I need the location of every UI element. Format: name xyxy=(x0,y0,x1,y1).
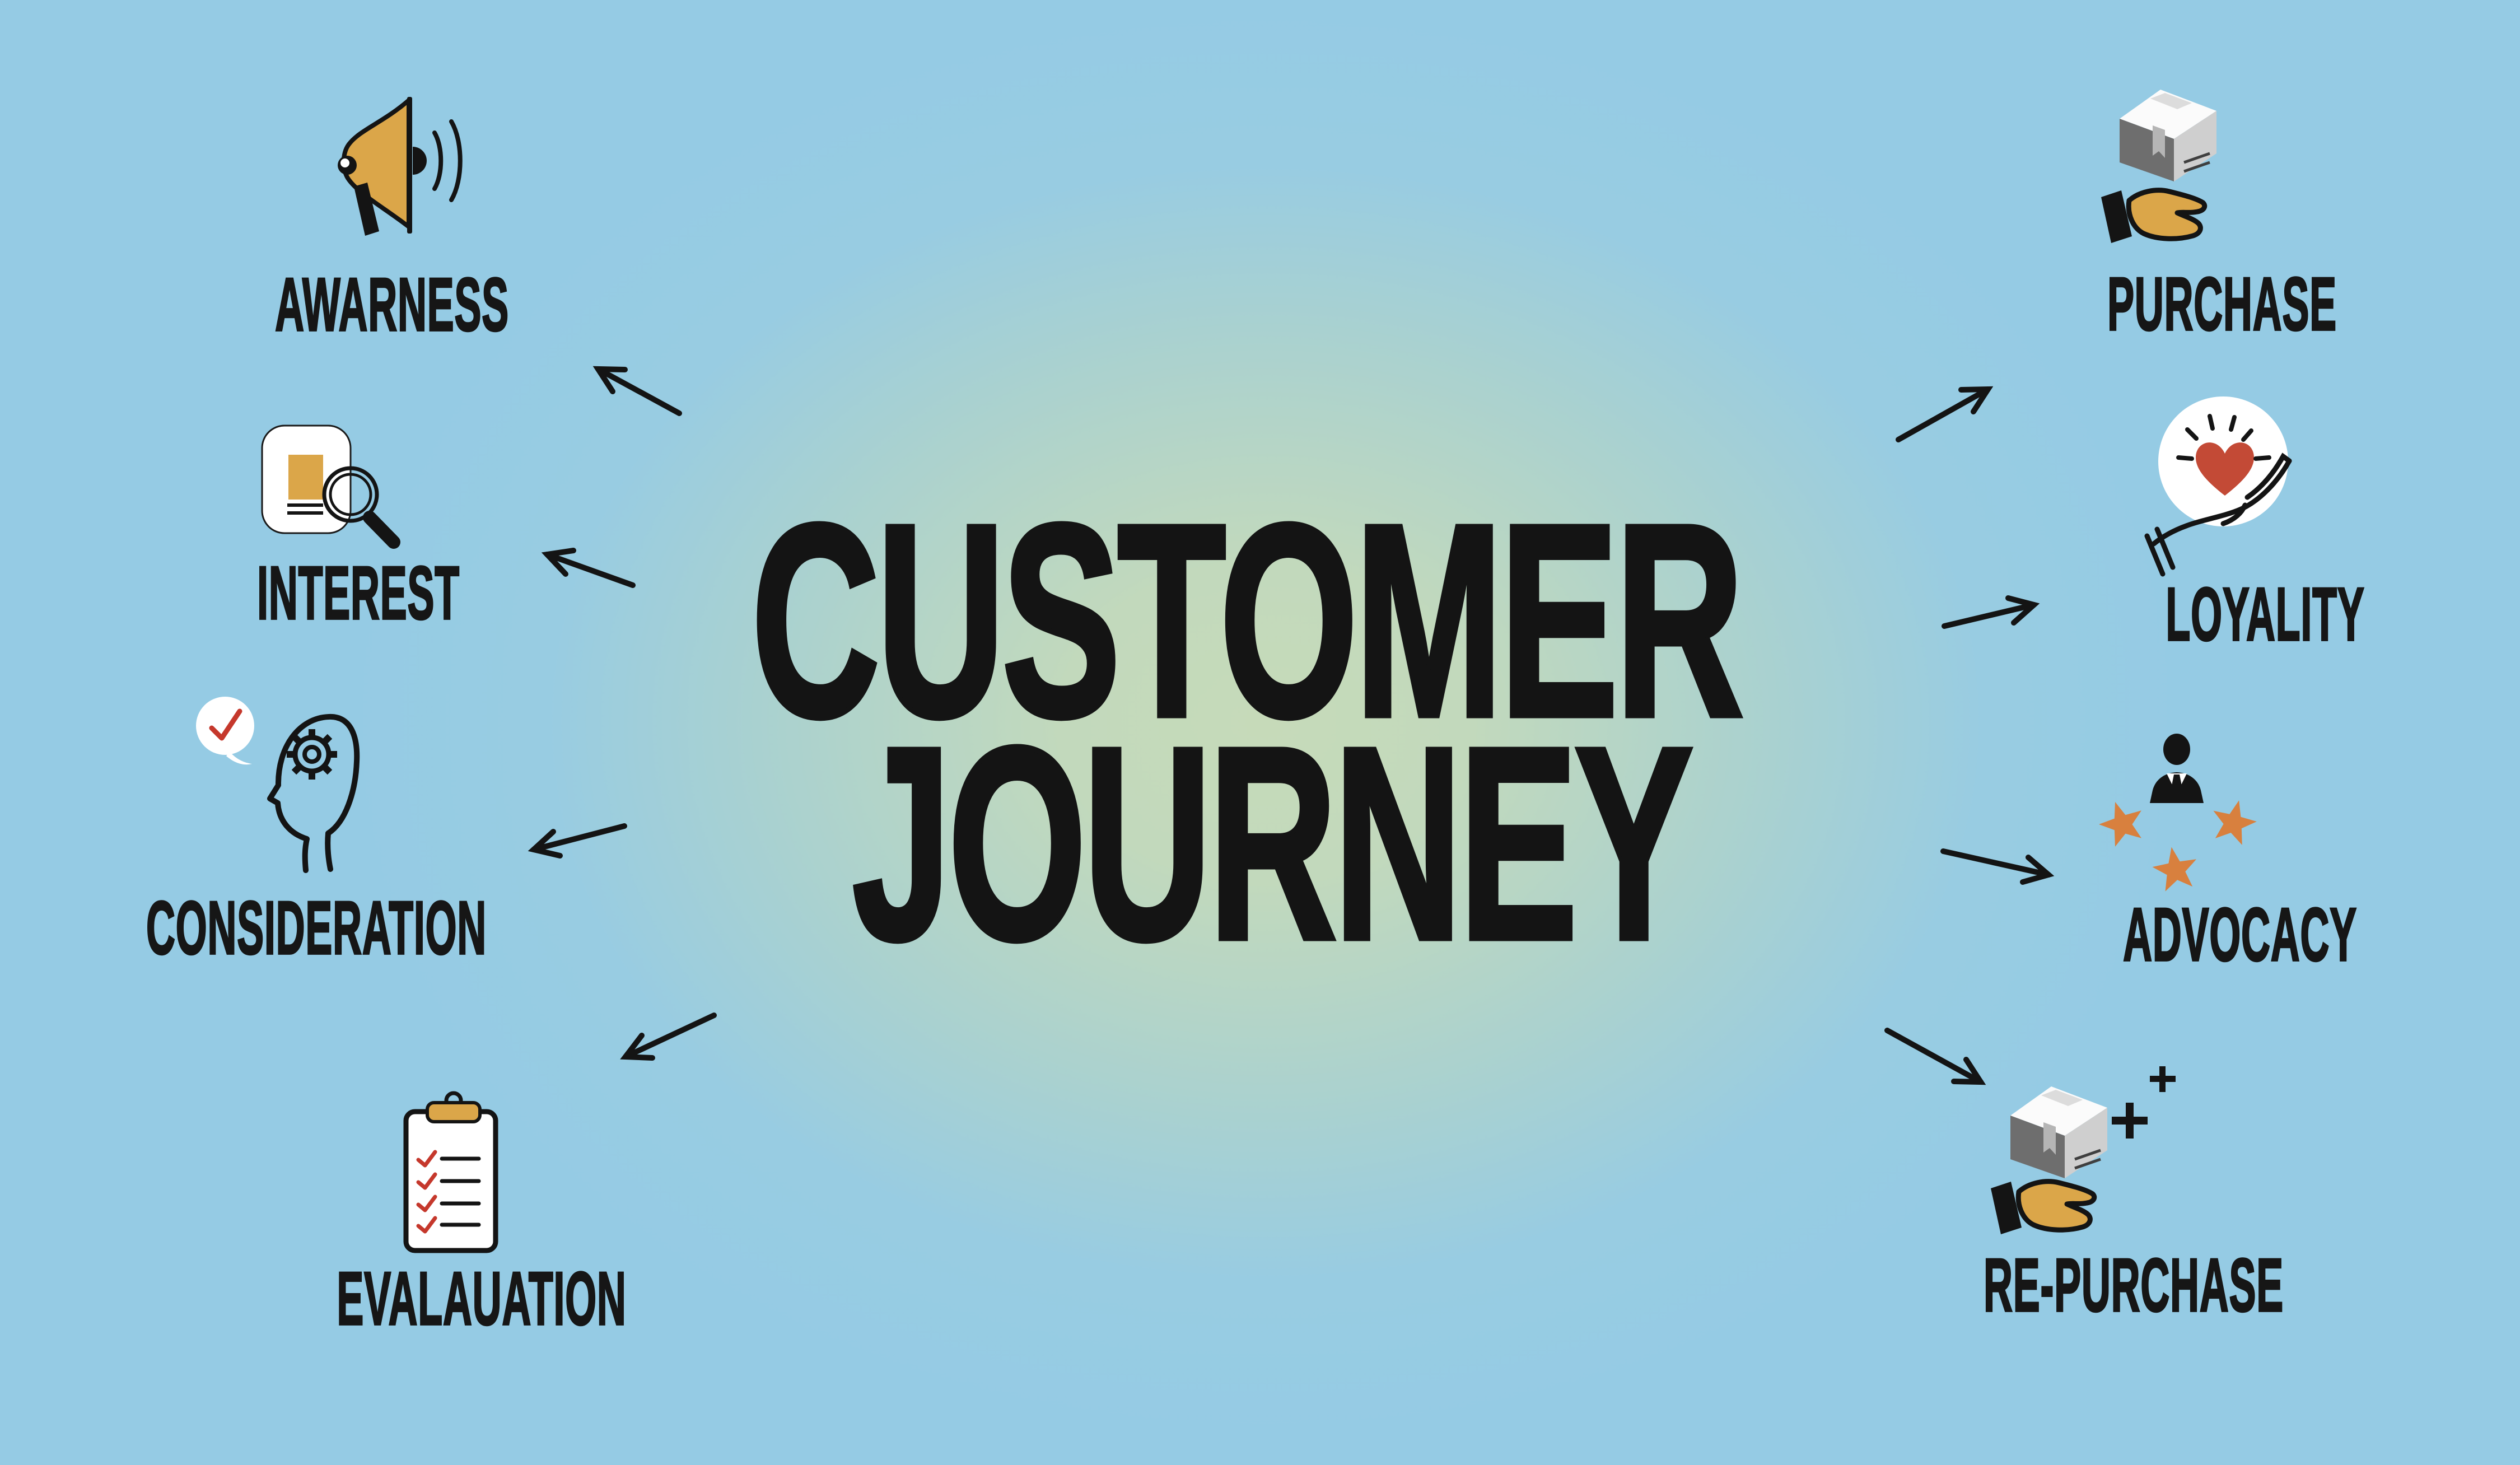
speech-bubble xyxy=(196,697,254,755)
arrow-to-consideration-icon xyxy=(528,823,627,859)
check-icon xyxy=(209,708,242,741)
box-icon xyxy=(2010,1086,2107,1178)
heart-rays xyxy=(2176,414,2271,461)
arrow-to-evaluation-icon xyxy=(620,1013,717,1061)
open-hand-icon xyxy=(1991,1179,2097,1234)
stage-label-purchase: PURCHASE xyxy=(2107,261,2337,348)
stage-label-loyality: LOYALITY xyxy=(2166,571,2365,658)
stage-label-interest: INTEREST xyxy=(256,550,460,637)
checklist-clipboard-icon xyxy=(403,1091,498,1253)
gear-icon xyxy=(287,729,337,780)
star-icons xyxy=(2099,800,2257,892)
arrow-to-purchase-icon xyxy=(1896,386,1994,442)
heart-icon xyxy=(2196,442,2254,496)
arrow-to-interest-icon xyxy=(541,548,636,588)
open-hand-icon xyxy=(2101,188,2208,243)
hand-holding-box-plus-icon xyxy=(1991,1066,2176,1234)
stage-label-consideration: CONSIDERATION xyxy=(146,885,487,972)
megaphone-icon xyxy=(338,97,463,236)
person-with-stars-icon xyxy=(2099,734,2257,892)
box-icon xyxy=(2120,90,2216,181)
stage-label-evaluation: EVALAUATION xyxy=(336,1256,627,1342)
page-title-line2: JOURNEY xyxy=(851,688,1695,1000)
arrow-to-loyality-icon xyxy=(1942,595,2040,629)
arrow-to-advocacy-icon xyxy=(1940,848,2055,885)
plus-icons xyxy=(2112,1066,2176,1139)
stage-label-re-purchase: RE-PURCHASE xyxy=(1983,1242,2284,1329)
arrow-to-awareness-icon xyxy=(592,366,682,416)
hand-holding-heart-icon xyxy=(2144,396,2292,577)
document-magnifier-icon xyxy=(261,424,400,549)
hand-holding-box-icon xyxy=(2101,90,2216,243)
stage-label-awareness: AWARNESS xyxy=(274,262,509,348)
businessman-icon xyxy=(2150,734,2204,803)
page-title-line1: CUSTOMER xyxy=(750,465,1746,777)
stage-label-advocacy: ADVOCACY xyxy=(2122,892,2357,978)
thinking-head-gear-icon xyxy=(196,697,360,873)
outline-hand-icon xyxy=(2144,452,2292,577)
arrow-to-repurchase-icon xyxy=(1884,1028,1986,1085)
